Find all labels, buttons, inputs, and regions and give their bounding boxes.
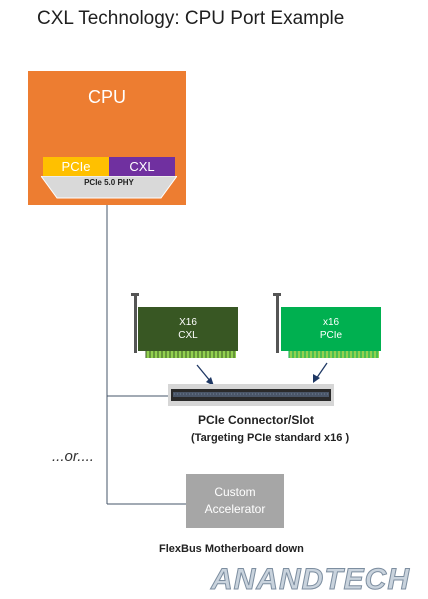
arrow-pcie-head [313,374,320,383]
cxl-card-label: X16 CXL [138,316,238,342]
slot-label: PCIe Connector/Slot [198,413,315,427]
phy-label: PCIe 5.0 PHY [84,178,134,187]
anandtech-logo: ANANDTECH [211,563,410,597]
arrow-cxl-head [206,377,214,386]
cxl-card-pins [145,351,236,358]
slot-sublabel: (Targeting PCIe standard x16 ) [191,432,350,444]
custom-accelerator-line2: Accelerator [204,502,266,516]
footer-label: FlexBus Motherboard down [159,543,304,555]
pcie-card-line2: PCIe [319,330,343,341]
cpu-label: CPU [87,87,126,107]
cpu-block: CPU PCIe CXL PCIe 5.0 PHY [28,71,186,205]
or-label: ...or.... [52,448,94,465]
pcie-card-graphic [273,293,381,358]
cxl-card-line1: X16 [179,317,197,328]
pcie-segment: PCIe [43,157,109,176]
phy-trapezoid [41,176,177,199]
pcie-card-line1: x16 [322,317,340,328]
cxl-card: X16 CXL [128,293,240,363]
cxl-segment: CXL [109,157,175,176]
cxl-card-graphic [131,293,238,358]
cxl-card-line2: CXL [178,330,198,341]
page-title: CXL Technology: CPU Port Example [37,8,345,29]
arrow-pcie-card [315,362,328,380]
pcie-card-label: x16 PCIe [281,316,381,342]
arrow-cxl-card [196,364,212,383]
pcie-slot [168,384,334,406]
custom-accelerator-box: Custom Accelerator [186,474,284,528]
pcie-card: x16 PCIe [270,293,385,363]
pcie-card-pins [288,351,379,358]
custom-accelerator-line1: Custom [214,485,256,499]
